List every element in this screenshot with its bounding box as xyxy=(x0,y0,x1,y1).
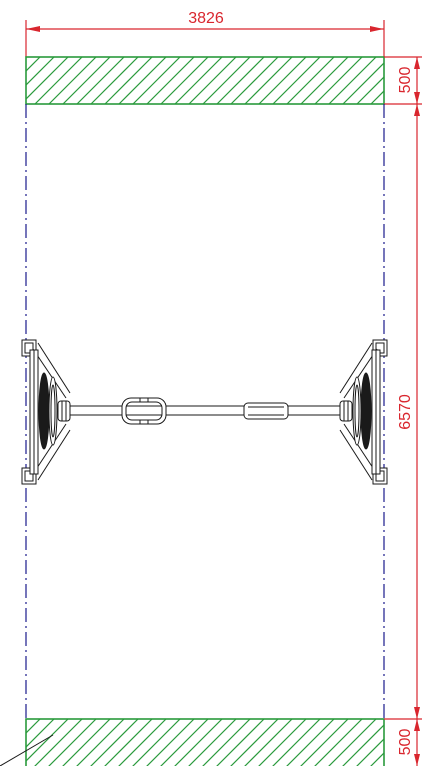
horizontal-bar xyxy=(60,405,350,416)
hatch-line xyxy=(188,719,237,766)
hatch-line xyxy=(314,57,363,104)
hatch-line xyxy=(34,719,83,766)
hatch-line xyxy=(244,719,293,766)
hatch-line xyxy=(244,57,293,104)
bottom-clearance-zone xyxy=(25,718,385,766)
hatch-line xyxy=(300,719,349,766)
hatch-line xyxy=(26,719,41,734)
top-clearance-zone xyxy=(25,56,427,105)
hatch-line xyxy=(370,752,384,766)
hatch-line xyxy=(48,719,97,766)
right-stand xyxy=(339,339,388,485)
hatch-line xyxy=(342,724,384,766)
hatch-line xyxy=(160,719,209,766)
hatch-line xyxy=(76,57,125,104)
hatch-line xyxy=(34,57,83,104)
width-dimension: 3826 xyxy=(25,10,385,57)
hatch-line xyxy=(356,738,384,766)
hatch-line xyxy=(230,719,279,766)
length-dimension-label: 6570 xyxy=(397,394,414,430)
hatch-line xyxy=(26,57,41,72)
hatch-line xyxy=(62,719,111,766)
hatch-line xyxy=(160,57,209,104)
length-dimension: 6570 xyxy=(397,104,420,719)
hatch-line xyxy=(230,57,279,104)
width-dimension-label: 3826 xyxy=(188,10,224,27)
hatch-line xyxy=(328,719,377,766)
bottom-clearance-dimension: 500 xyxy=(384,718,422,766)
hatch-line xyxy=(118,719,167,766)
hatch-line xyxy=(286,719,335,766)
left-stand xyxy=(21,339,71,485)
hatch-line xyxy=(174,57,223,104)
hatch-line xyxy=(356,76,384,104)
hatch-line xyxy=(272,719,321,766)
hatch-line xyxy=(132,57,181,104)
hatch-line xyxy=(118,57,167,104)
hatch-line xyxy=(300,57,349,104)
hatch-line xyxy=(202,57,251,104)
hatch-line xyxy=(146,719,195,766)
hatch-line xyxy=(26,57,27,58)
hatch-line xyxy=(26,57,55,86)
right-bar-grip xyxy=(243,402,289,420)
hatch-line xyxy=(342,62,384,104)
hatch-line xyxy=(413,57,427,104)
hatch-line xyxy=(90,57,139,104)
hatch-line xyxy=(132,719,181,766)
hatch-line xyxy=(174,719,223,766)
leader-line xyxy=(0,734,54,766)
hatch-line xyxy=(26,719,55,748)
hatch-line xyxy=(328,57,377,104)
hatch-line xyxy=(258,719,307,766)
hatch-line xyxy=(146,57,195,104)
hatch-line xyxy=(62,57,111,104)
hatch-line xyxy=(286,57,335,104)
hatch-line xyxy=(216,57,265,104)
bottom-clearance-label: 500 xyxy=(397,729,414,756)
hatch-line xyxy=(216,719,265,766)
top-clearance-label: 500 xyxy=(397,67,414,94)
hatch-line xyxy=(26,57,69,100)
hatch-line xyxy=(76,719,125,766)
hatch-line xyxy=(48,57,97,104)
top-clearance-dimension: 500 xyxy=(384,56,422,105)
hatch-line xyxy=(314,719,363,766)
hatch-line xyxy=(258,57,307,104)
hatch-line xyxy=(370,90,384,104)
hatch-line xyxy=(104,57,153,104)
hatch-line xyxy=(272,57,321,104)
hatch-line xyxy=(202,719,251,766)
hatch-line xyxy=(90,719,139,766)
left-bar-handle xyxy=(121,397,167,425)
hatch-line xyxy=(188,57,237,104)
hatch-line xyxy=(104,719,153,766)
